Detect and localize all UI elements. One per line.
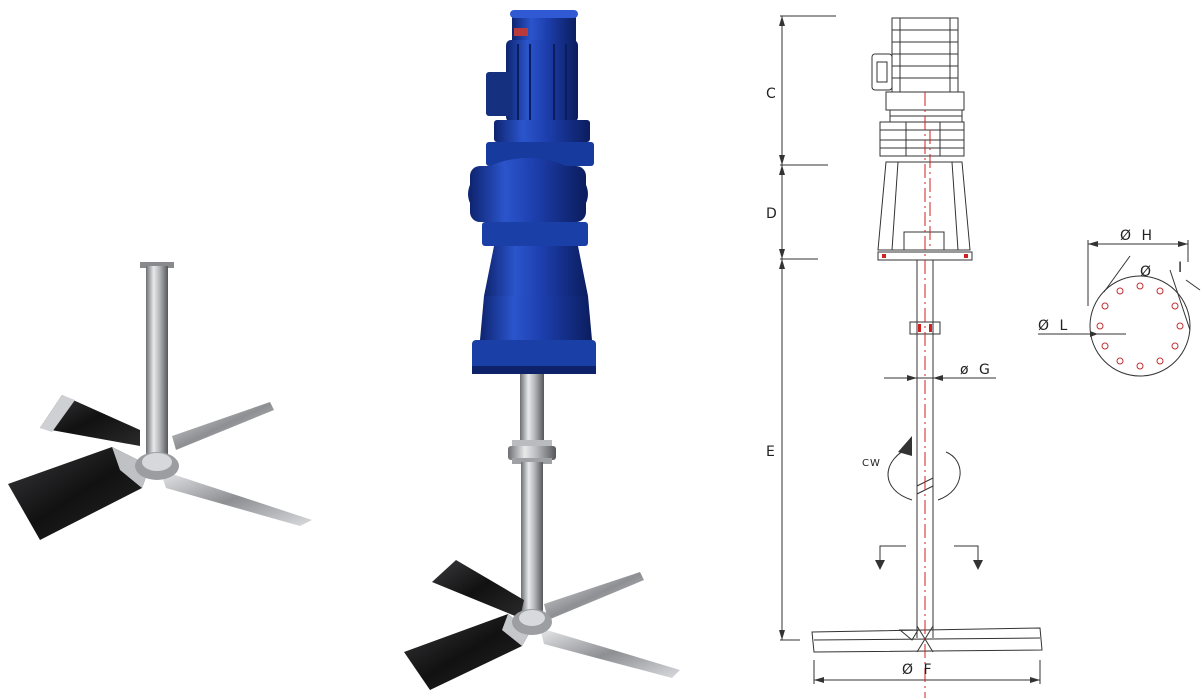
dim-label-h: Ø H [1120, 228, 1155, 244]
dim-label-pcd: Ø [1140, 264, 1154, 280]
impeller-photo [8, 262, 312, 540]
dim-label-d: D [766, 206, 780, 222]
centerlines [924, 92, 931, 698]
dim-label-f: Ø F [902, 662, 935, 678]
rotation-label: CW [862, 458, 881, 469]
dim-label-e: E [766, 444, 778, 460]
dim-label-i: I [1178, 260, 1185, 276]
base-flange-marks [882, 254, 968, 332]
technical-drawing [779, 15, 1201, 684]
dim-label-c: C [766, 86, 779, 102]
dim-label-g: ø G [960, 362, 993, 378]
dim-label-l: Ø L [1038, 318, 1070, 334]
agitator-photo [404, 10, 680, 690]
flange-bolt-holes [1096, 282, 1184, 370]
